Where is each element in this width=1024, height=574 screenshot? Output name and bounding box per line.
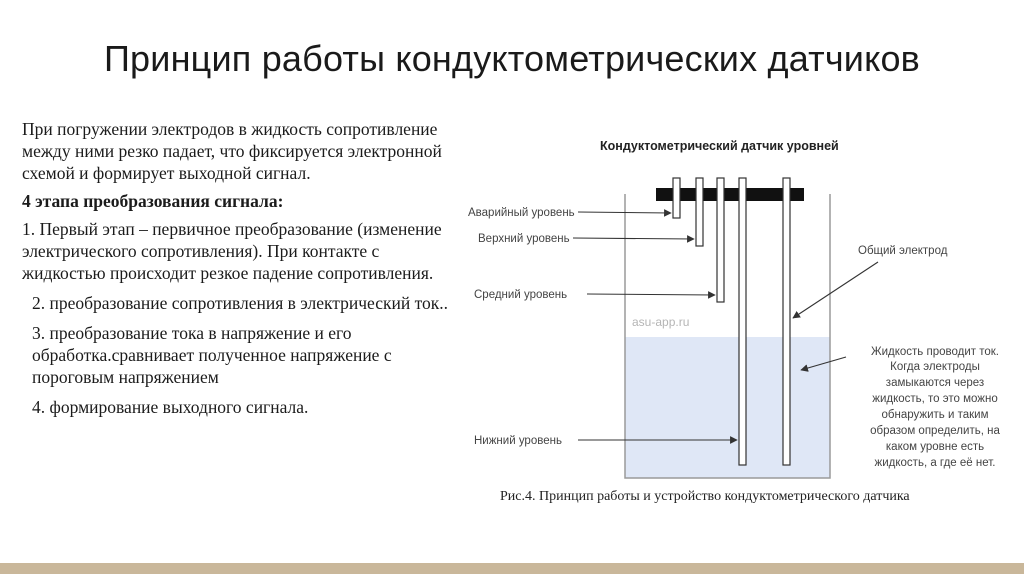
- stage-1-text: 1. Первый этап – первичное преобразовани…: [22, 219, 442, 283]
- label-lower-level: Нижний уровень: [474, 435, 562, 447]
- note-line: каком уровне есть: [886, 441, 984, 453]
- figure-caption: Рис.4. Принцип работы и устройство конду…: [500, 489, 910, 504]
- electrode-upper: [695, 177, 704, 247]
- arrow-common: [792, 261, 879, 319]
- note-line: жидкость, а где её нет.: [875, 457, 996, 469]
- electrode-emergency: [672, 177, 681, 219]
- conductivity-note: Жидкость проводит ток. Когда электроды з…: [870, 346, 1000, 469]
- arrow-middle: [586, 291, 716, 299]
- note-line: жидкость, то это можно: [872, 393, 997, 405]
- arrow-note: [800, 356, 847, 372]
- sensor-diagram: Кондуктометрический датчик уровней asu-a…: [460, 122, 1020, 522]
- label-common-electrode: Общий электрод: [858, 245, 948, 257]
- stage-3-text: 3. преобразование тока в напряжение и ег…: [32, 323, 392, 387]
- liquid-fill: [625, 337, 830, 478]
- arrow-upper: [572, 235, 695, 243]
- arrow-emergency: [577, 209, 672, 217]
- diagram-title: Кондуктометрический датчик уровней: [600, 139, 839, 153]
- watermark-text: asu-app.ru: [632, 315, 689, 329]
- note-line: обнаружить и таким: [882, 409, 989, 421]
- label-upper-level: Верхний уровень: [478, 233, 570, 245]
- stage-2-text: 2. преобразование сопротивления в электр…: [32, 293, 449, 313]
- page-title: Принцип работы кондуктометрических датчи…: [103, 38, 921, 79]
- note-line: Когда электроды: [890, 361, 980, 373]
- body-text: При погружении электродов в жидкость соп…: [22, 118, 467, 426]
- electrode-common: [782, 177, 791, 466]
- electrode-middle: [716, 177, 725, 303]
- bottom-accent-bar: [0, 563, 1024, 574]
- electrode-lower: [738, 177, 747, 466]
- sensor-diagram-svg: Кондуктометрический датчик уровней asu-a…: [468, 139, 1000, 479]
- label-middle-level: Средний уровень: [474, 289, 567, 301]
- note-line: замыкаются через: [886, 377, 984, 389]
- label-emergency-level: Аварийный уровень: [468, 207, 575, 219]
- note-line: образом определить, на: [870, 425, 1000, 437]
- tank-outline: [624, 194, 831, 479]
- note-line: Жидкость проводит ток.: [871, 346, 999, 358]
- intro-paragraph: При погружении электродов в жидкость соп…: [22, 119, 442, 183]
- electrode-mount-bar: [656, 188, 804, 201]
- stages-heading: 4 этапа преобразования сигнала:: [22, 191, 284, 211]
- stage-4-text: 4. формирование выходного сигнала.: [32, 397, 309, 417]
